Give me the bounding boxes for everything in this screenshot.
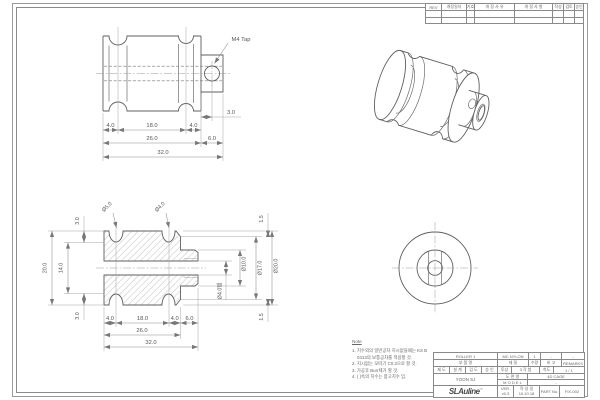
title-block: ROLLER 1 MC NYLON 1 - - 부 품 명 재 질 수량 비 고… [433, 352, 585, 398]
dim-label: 3.0 [227, 110, 235, 116]
scale-label: 척도 [540, 367, 554, 374]
date-cell: 작 성 일 10.10.18 [514, 386, 540, 397]
front-view [392, 222, 478, 314]
rev-header-review: 검토 [564, 4, 575, 11]
drafter-signature: YOON SJ [434, 374, 498, 386]
part-name-label: 부 품 명 [434, 360, 498, 367]
version-value: v0.3 [501, 390, 510, 396]
dim-label: 14.0 [59, 263, 65, 274]
sheet-border-outer [12, 3, 588, 397]
version-cell: VER. v0.3 [498, 386, 514, 397]
model-label: M O D E L [498, 380, 528, 386]
dim-label: 4.0 [106, 123, 114, 129]
logo-tm: ™ [479, 387, 483, 392]
m4-tap-label: M4 Tap [232, 37, 251, 43]
section-view: 20.0 14.0 3.0 3.0 Ø5.0 Ø4.0 [43, 201, 280, 351]
projection-label: 투상 [498, 367, 512, 374]
logo-text: SLAuline [448, 387, 480, 396]
company-logo: SLAuline™ [434, 386, 498, 397]
rev-header-reason: 개 정 사 유 [475, 4, 515, 11]
dim-label: 18.0 [146, 123, 157, 129]
note-item: 1. 치수외의 일반공차 지시없을때는 KS B 0413의 보통공차를 적용할… [352, 347, 428, 360]
dim-label: 32.0 [145, 340, 156, 346]
approve-label: 승 인 [482, 367, 498, 374]
dim-label: 3.0 [75, 312, 81, 320]
check-label: 검 도 [466, 367, 482, 374]
part-no-label: PART No. [540, 386, 560, 397]
rev-header-approve: 승인 [575, 4, 583, 11]
dim-label: 6.0 [185, 316, 193, 322]
draft-label: 제 도 [434, 367, 450, 374]
version-label: VER. [500, 386, 511, 392]
dim-label: 3.0 [75, 217, 81, 225]
material-value: MC NYLON [498, 353, 529, 360]
part-no-value: FIX-002 [564, 389, 580, 394]
dim-label: Ø17.0 [258, 261, 264, 276]
material-label: 재 질 [498, 360, 529, 367]
side-view: M4 Tap 3.0 4.0 18.0 4.0 26.0 6.0 [96, 27, 250, 161]
design-label: 설 계 [450, 367, 466, 374]
spec-label: 비 고 [541, 360, 562, 367]
dim-label: 18.0 [137, 316, 148, 322]
notes-title: Note [352, 339, 362, 344]
rev-header-symbol: 기호 [467, 4, 475, 11]
center-hole-chamfer [476, 103, 486, 122]
dim-label: 4.0 [171, 316, 179, 322]
model-value: - [528, 380, 584, 386]
side-tap-hole [468, 98, 476, 110]
dim-label: 6.0 [208, 136, 216, 142]
remarks-label: REMARKS [562, 360, 584, 367]
scale-value: 1 / 1 [554, 367, 584, 374]
center-hole [477, 105, 486, 121]
remarks-value: - [562, 353, 584, 360]
date-label: 작 성 일 [519, 386, 534, 392]
rev-header-author: 작성 [553, 4, 564, 11]
isometric-view [373, 49, 490, 143]
drawing-name-value: 4D CAGE [528, 374, 584, 380]
revision-empty-row [426, 18, 583, 23]
projection-value: 3 각 법 [512, 367, 540, 374]
dim-label: 4.0 [189, 123, 197, 129]
notes-block: Note 1. 치수외의 일반공차 지시없을때는 KS B 0413의 보통공차… [352, 339, 432, 381]
rev-header-rev: REV [426, 4, 442, 11]
note-item: 2. 지시없는 모따기 C0.3으로 할 것. [352, 361, 417, 367]
dim-label: 1.5 [259, 313, 265, 321]
dim-label: Ø20.0 [274, 259, 280, 274]
revision-table: REV 개정일자 기호 개 정 사 유 개 정 사 항 작성 검토 승인 [425, 3, 584, 24]
dim-label: 1.5 [259, 215, 265, 223]
note-item: 4. ( )속의 치수는 참고치수 임. [352, 374, 407, 380]
dim-label: 26.0 [136, 328, 147, 334]
dim-label: Ø4.0탭 [216, 283, 224, 300]
dim-label: 4.0 [106, 316, 114, 322]
drawing-name-label: 도 면 명 [498, 374, 528, 380]
part-name-value: ROLLER 1 [434, 353, 498, 360]
rev-header-date: 개정일자 [442, 4, 467, 11]
qty-value: 1 [529, 353, 541, 360]
groove-diameter-label: Ø4.0 [154, 201, 167, 214]
revision-header-row: REV 개정일자 기호 개 정 사 유 개 정 사 항 작성 검토 승인 [426, 4, 583, 11]
dim-label: 32.0 [157, 150, 168, 156]
qty-label: 수량 [529, 360, 541, 367]
rev-header-detail: 개 정 사 항 [515, 4, 553, 11]
dim-label: 20.0 [43, 263, 49, 274]
sheet-border-inner [16, 7, 584, 393]
date-value: 10.10.18 [518, 390, 535, 396]
dim-label: Ø10.0 [242, 257, 248, 272]
note-item: 3. 가공후 Burr제거 할 것. [352, 367, 399, 373]
spec-value: - [541, 353, 562, 360]
revision-empty-row [426, 11, 583, 18]
dim-label: 26.0 [146, 136, 157, 142]
groove-diameter-label: Ø5.0 [101, 201, 114, 214]
